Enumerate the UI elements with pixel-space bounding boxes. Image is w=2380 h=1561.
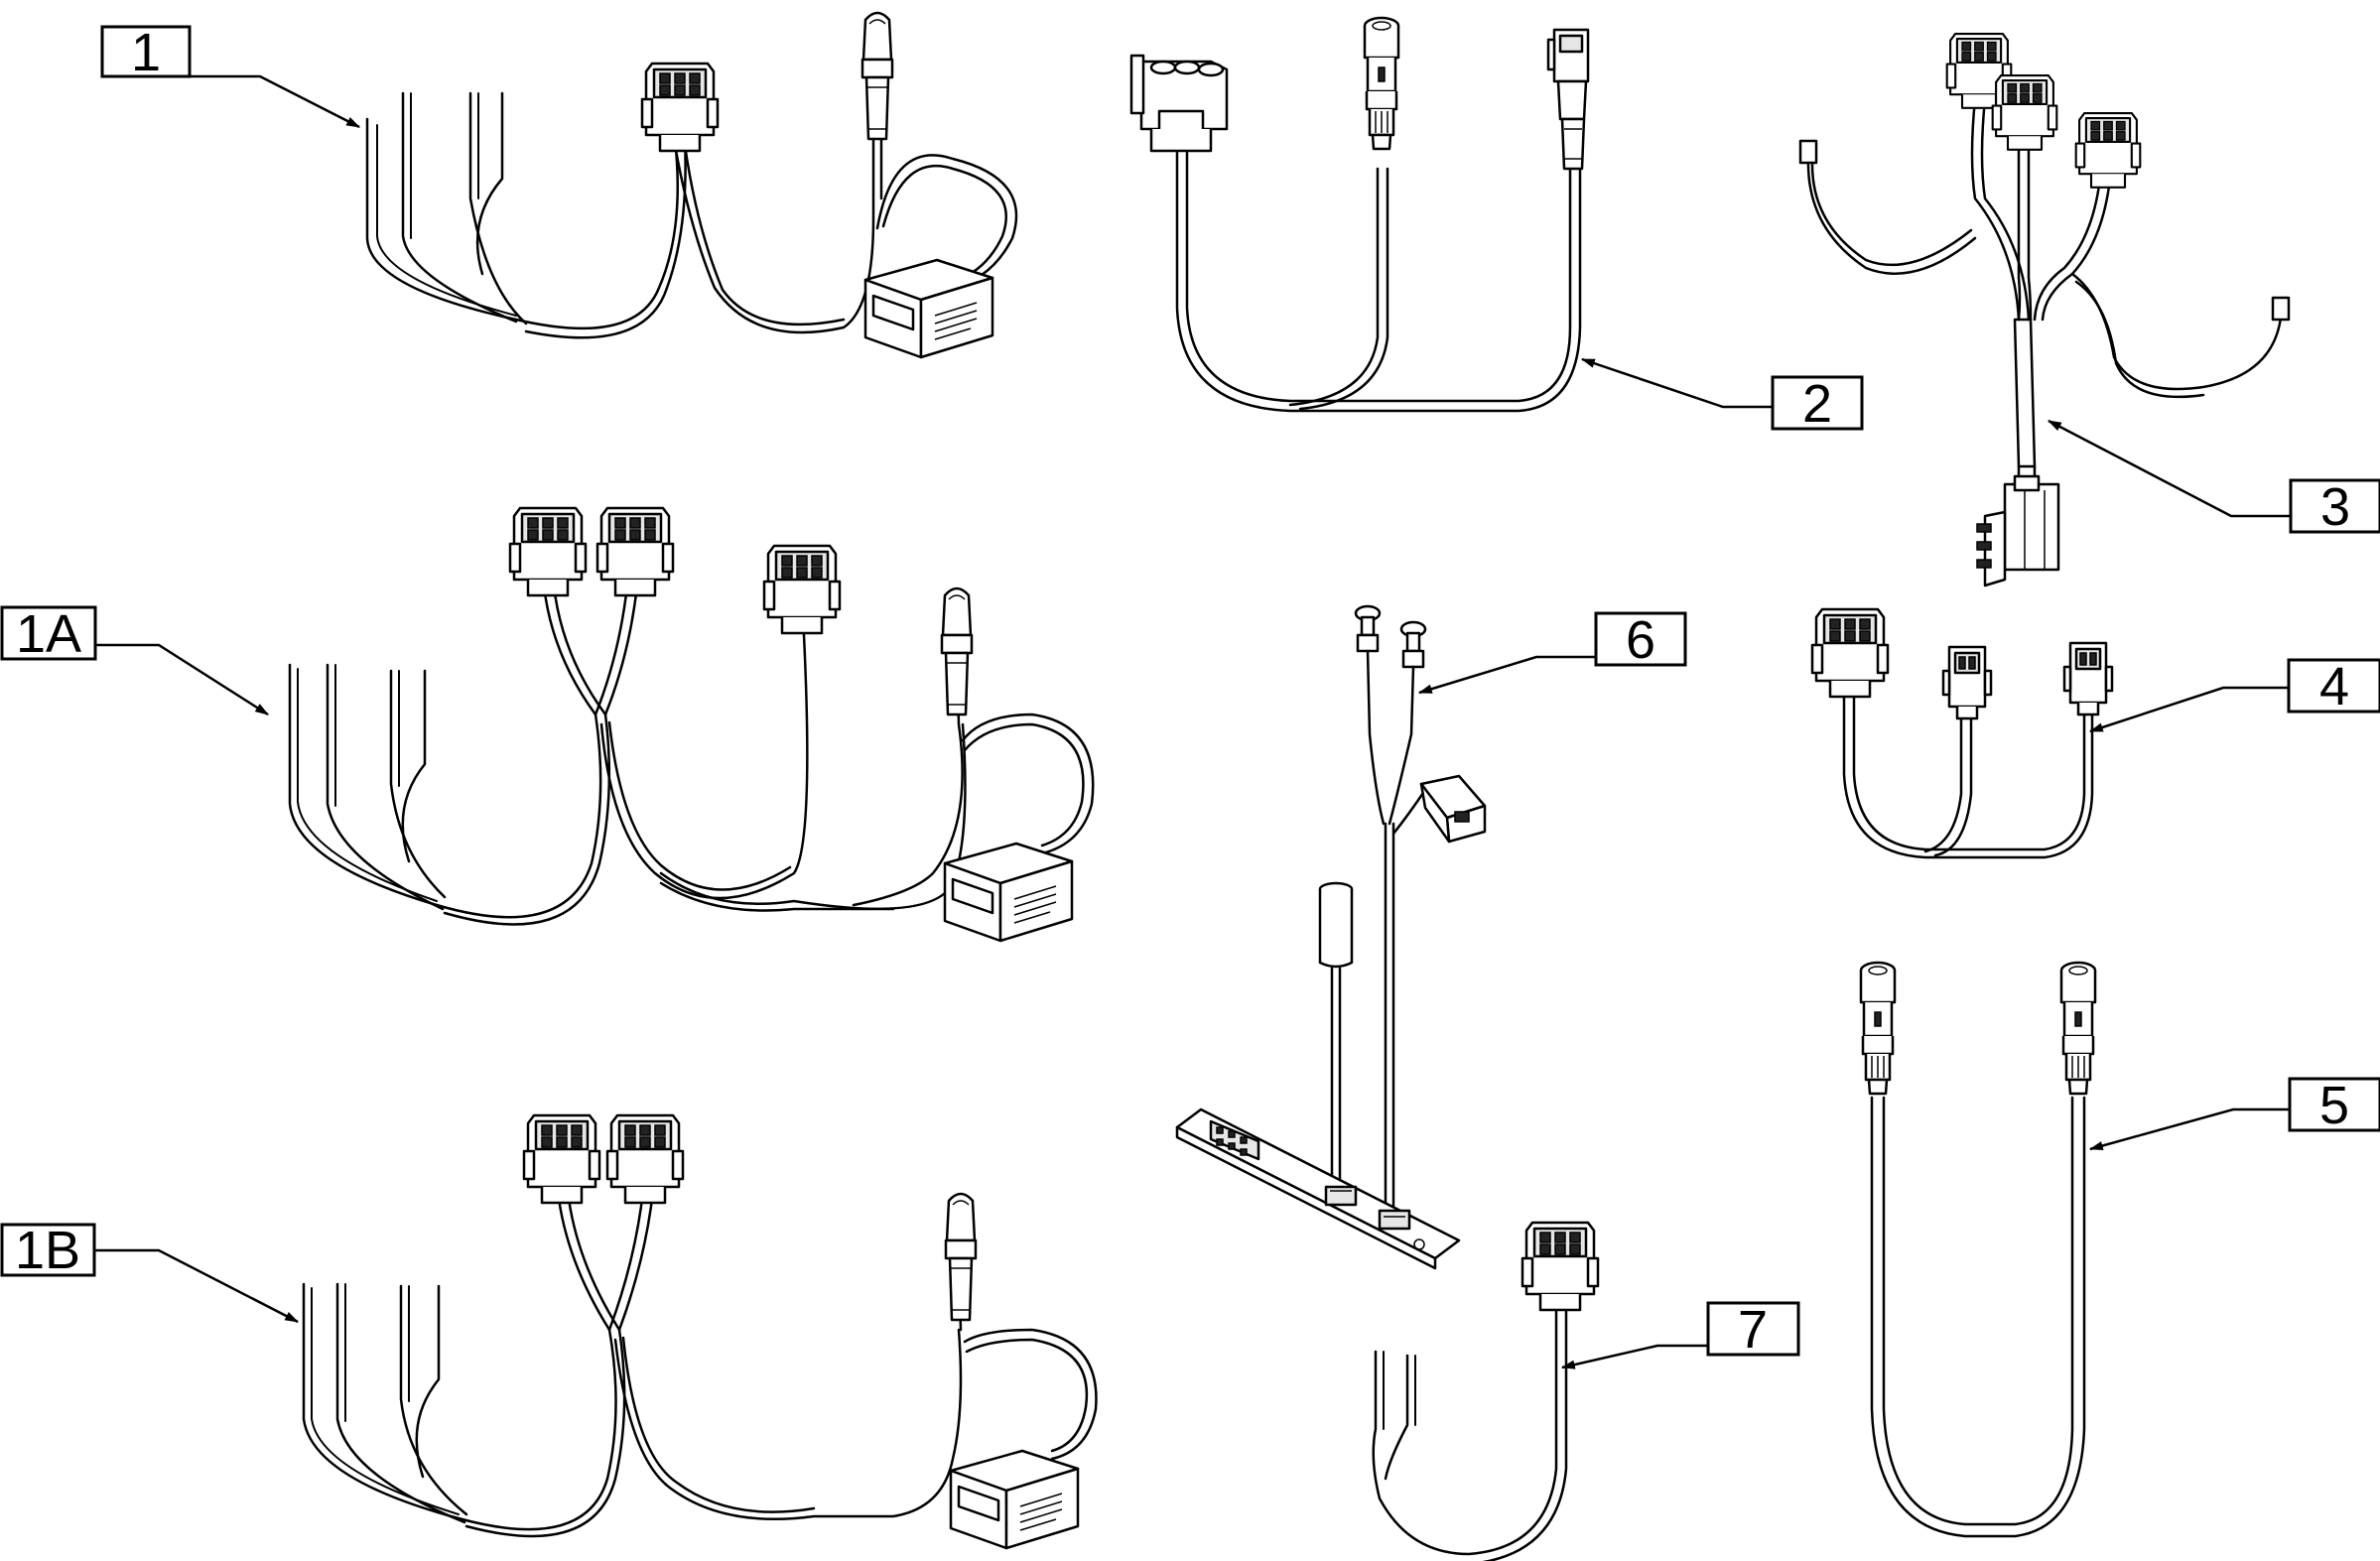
callout-5: 5 (2088, 1076, 2380, 1151)
callout-label: 4 (2319, 657, 2349, 716)
callout-1: 1 (100, 23, 361, 129)
callout-label: 7 (1738, 1300, 1768, 1360)
callout-label: 6 (1626, 610, 1655, 670)
callout-label: 1A (16, 604, 81, 664)
harness-1b (302, 1113, 1098, 1550)
callout-1b: 1B (0, 1221, 300, 1324)
harness-6 (1175, 604, 1487, 1270)
harness-3 (1798, 32, 2291, 587)
callout-label: 1 (131, 23, 161, 82)
callout-6: 6 (1417, 610, 1687, 695)
callout-7: 7 (1560, 1300, 1800, 1369)
harness-5 (1859, 961, 2097, 1538)
harness-7 (1372, 1221, 1600, 1561)
harness-4 (1810, 607, 2114, 859)
callout-3: 3 (2047, 419, 2380, 537)
callout-label: 2 (1802, 374, 1832, 434)
callout-2: 2 (1580, 357, 1864, 434)
callout-1a: 1A (0, 604, 269, 716)
harness-1 (365, 11, 1018, 359)
callout-label: 5 (2319, 1076, 2349, 1135)
callout-4: 4 (2088, 657, 2380, 733)
callout-label: 1B (15, 1221, 80, 1280)
callout-label: 3 (2320, 477, 2350, 537)
harness-2 (1129, 16, 1590, 413)
harness-1a (288, 506, 1095, 943)
